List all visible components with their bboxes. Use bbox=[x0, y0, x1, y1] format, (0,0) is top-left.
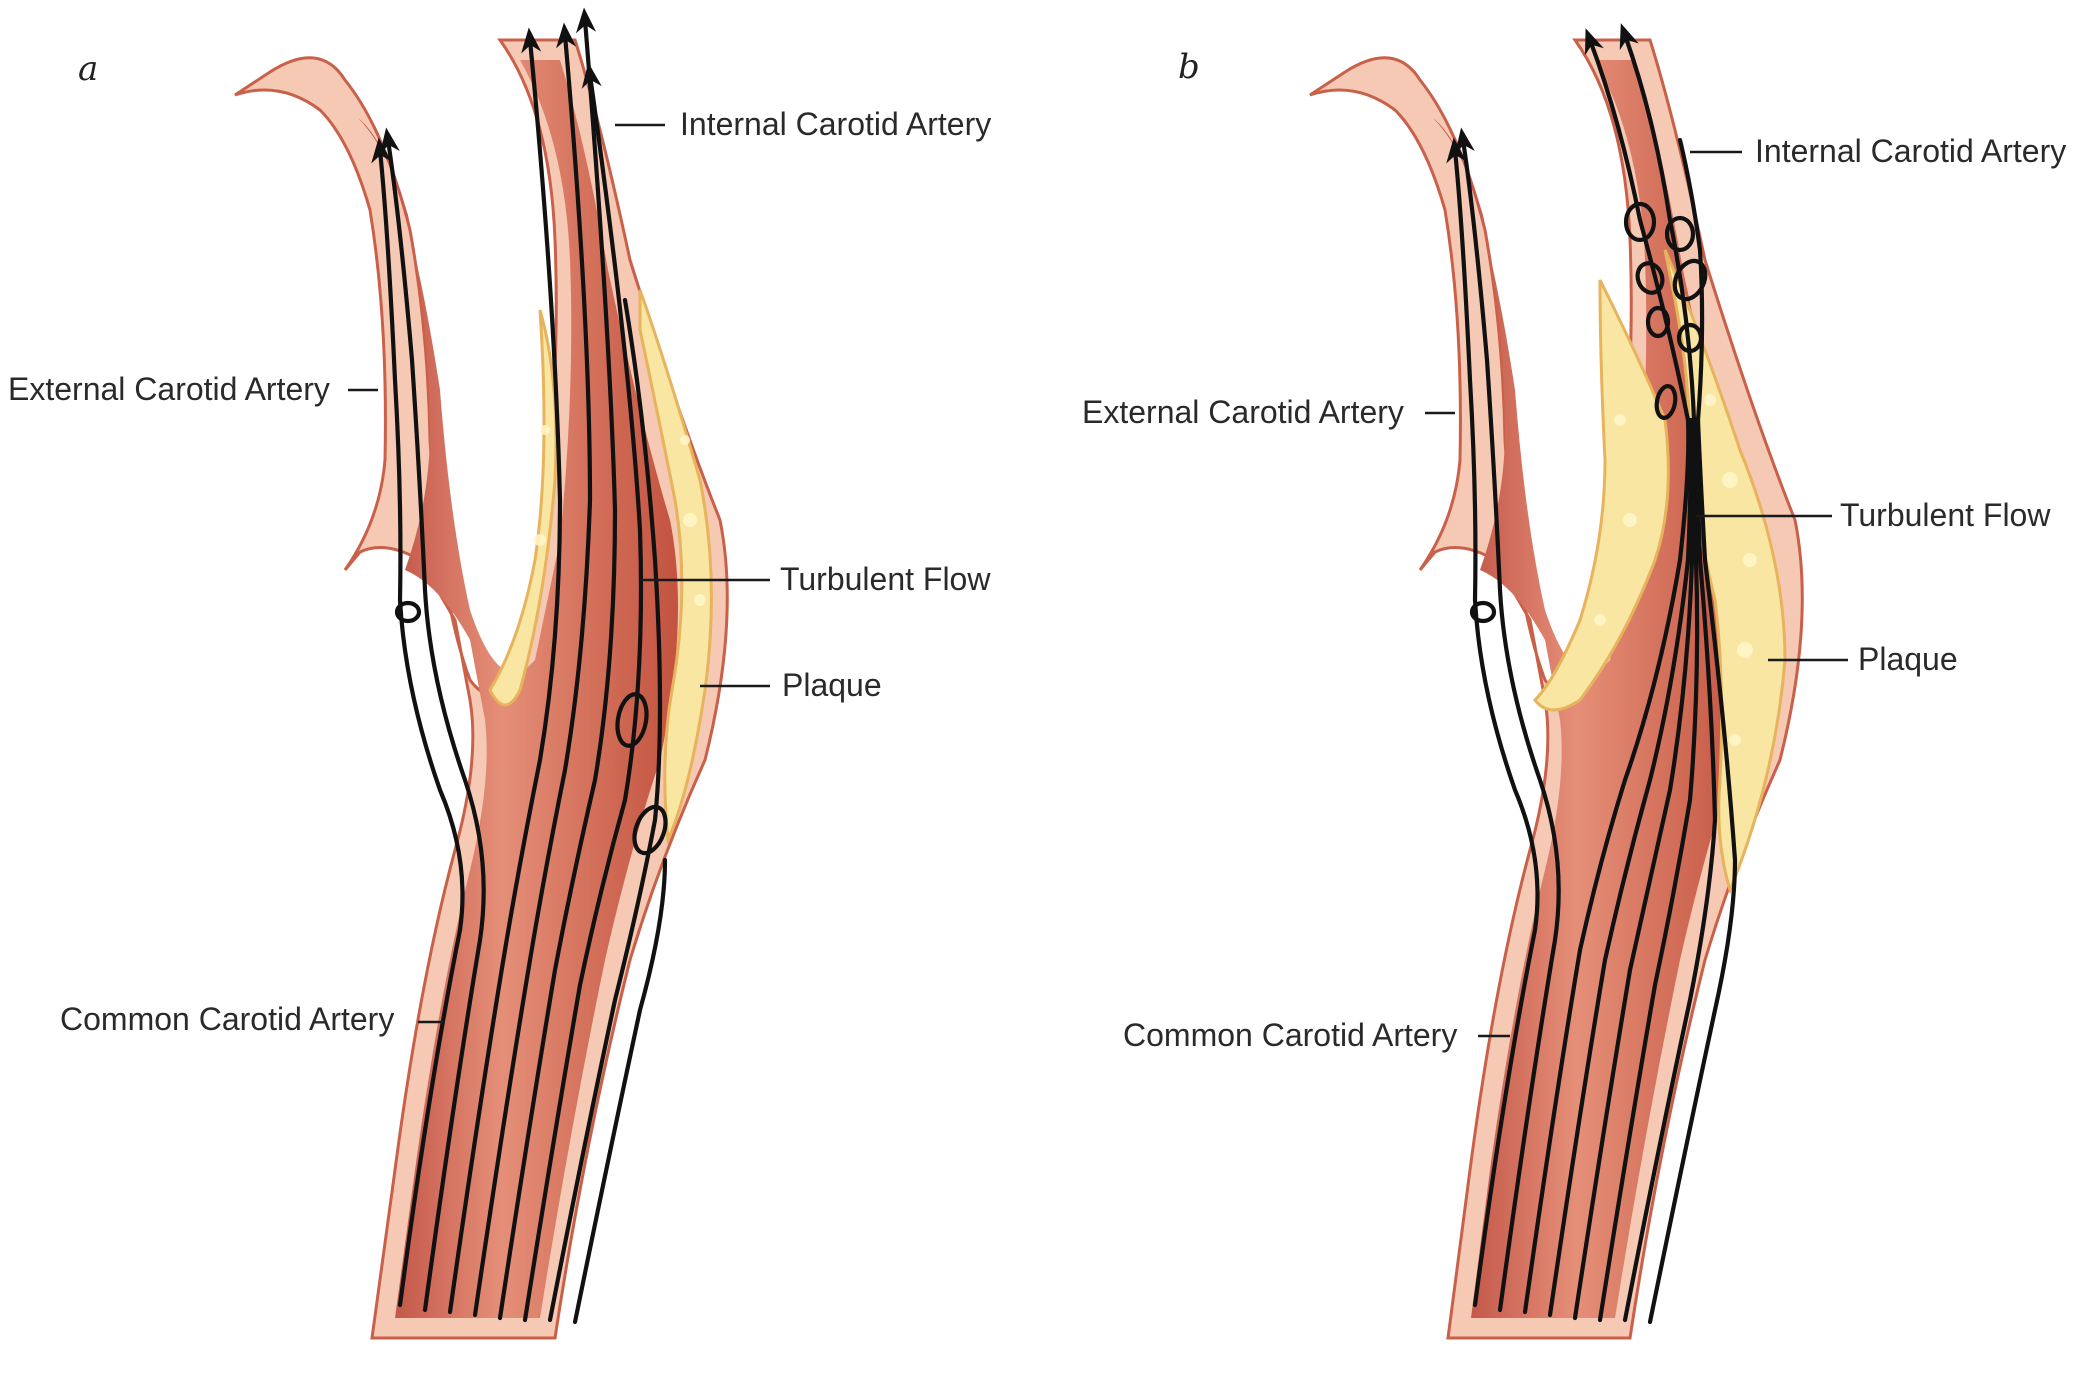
plaque-texture-b bbox=[1594, 394, 1757, 746]
eddy-loop bbox=[394, 600, 422, 624]
plaque-crotch-a bbox=[488, 309, 558, 707]
flow-lines-b bbox=[1446, 23, 1738, 1325]
flow-line bbox=[371, 137, 465, 1308]
eddy-loop bbox=[1469, 600, 1497, 624]
flow-line bbox=[1572, 417, 1696, 1321]
flow-line bbox=[1454, 127, 1561, 1313]
panel-a: a bbox=[8, 7, 991, 1340]
flow-line bbox=[1597, 417, 1700, 1323]
eddy-loop bbox=[632, 804, 668, 856]
eddy-loop bbox=[615, 692, 649, 748]
label-turbulent-flow-b: Turbulent Flow bbox=[1840, 497, 2051, 533]
flow-line bbox=[1619, 23, 1697, 423]
label-common-carotid-a: Common Carotid Artery bbox=[60, 1001, 394, 1037]
panel-letter-b: b bbox=[1178, 47, 1200, 87]
eddy-loop bbox=[1676, 322, 1704, 354]
plaque-crotch-b bbox=[1533, 279, 1670, 712]
flow-line bbox=[1547, 417, 1693, 1318]
flow-line bbox=[547, 297, 663, 1323]
eddy-loop bbox=[1635, 261, 1665, 295]
label-internal-carotid-b: Internal Carotid Artery bbox=[1755, 133, 2066, 169]
eddy-loop bbox=[1654, 384, 1678, 420]
flow-line bbox=[497, 7, 618, 1321]
plaque-texture-a bbox=[534, 425, 706, 606]
flow-line bbox=[1622, 417, 1718, 1323]
eddy-loop bbox=[1672, 258, 1708, 302]
label-plaque-b: Plaque bbox=[1858, 641, 1958, 677]
flow-line bbox=[1647, 417, 1738, 1325]
label-common-carotid-b: Common Carotid Artery bbox=[1123, 1017, 1457, 1053]
panel-letter-a: a bbox=[78, 49, 98, 89]
eddies-a bbox=[394, 600, 668, 856]
eddy-loop bbox=[1664, 215, 1696, 253]
flow-line bbox=[472, 22, 593, 1318]
flow-line bbox=[447, 27, 563, 1315]
label-plaque-a: Plaque bbox=[782, 667, 882, 703]
label-external-carotid-a: External Carotid Artery bbox=[8, 371, 330, 407]
flow-line bbox=[1522, 417, 1691, 1315]
label-internal-carotid-a: Internal Carotid Artery bbox=[680, 106, 991, 142]
vessel-lumen-b bbox=[1433, 60, 1753, 1318]
flow-line bbox=[522, 62, 644, 1323]
flow-line bbox=[572, 857, 668, 1325]
label-external-carotid-b: External Carotid Artery bbox=[1082, 394, 1404, 430]
flow-line bbox=[1584, 28, 1691, 423]
panel-b: b bbox=[1082, 23, 2066, 1340]
label-turbulent-flow-a: Turbulent Flow bbox=[780, 561, 991, 597]
plaque-a bbox=[638, 289, 713, 846]
flow-lines-a bbox=[371, 7, 668, 1325]
flow-line bbox=[379, 127, 486, 1313]
eddy-loop bbox=[1645, 305, 1671, 339]
eddy-loop bbox=[1623, 201, 1657, 243]
flow-line bbox=[1446, 137, 1540, 1308]
eddies-b bbox=[1469, 201, 1708, 624]
flow-line bbox=[1677, 137, 1705, 423]
